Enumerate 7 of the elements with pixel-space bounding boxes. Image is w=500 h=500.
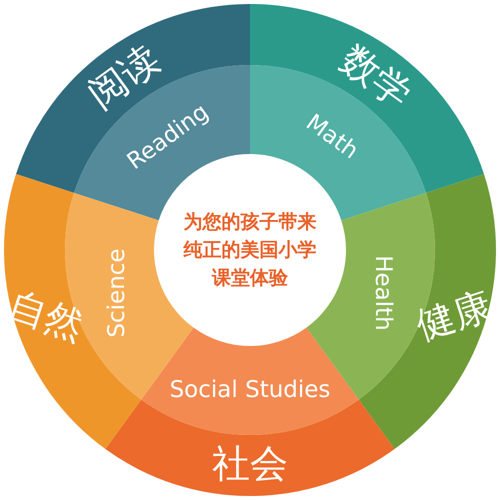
segment-title: 数学 <box>332 35 421 117</box>
segment-title: 健康 <box>410 282 498 350</box>
center-text: 为您的孩子带来纯正的美国小学课堂体验 <box>182 210 318 291</box>
segment-title: 社会 <box>212 440 288 488</box>
segment-label: Health <box>370 255 396 332</box>
segment-label: Science <box>104 248 130 338</box>
segment-label: Social Studies <box>170 377 330 403</box>
